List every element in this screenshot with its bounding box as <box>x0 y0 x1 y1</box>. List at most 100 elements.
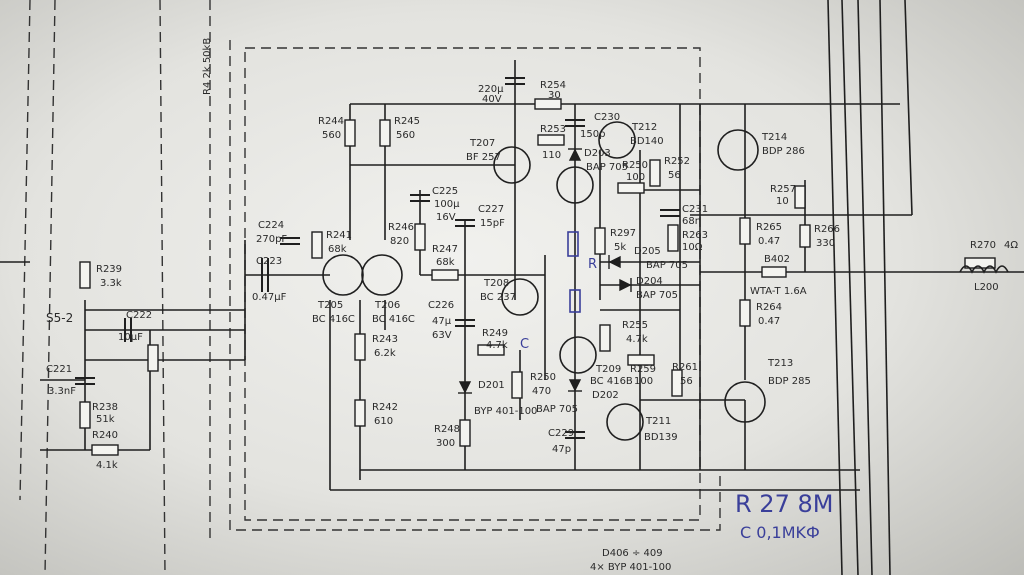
label-r248: R248 <box>434 424 460 435</box>
label-r266: R266 <box>814 224 840 235</box>
label-r239v: 3.3k <box>100 278 122 289</box>
annotation-box <box>567 231 579 257</box>
label-r242v: 610 <box>374 416 393 427</box>
label-r252: R252 <box>664 156 690 167</box>
label-r244: R244 <box>318 116 344 127</box>
label-r266v: 330 <box>816 238 835 249</box>
label-l200: L200 <box>974 282 999 293</box>
r270-body <box>964 257 996 269</box>
label-t208v: BC 237 <box>480 292 516 303</box>
label-c224: C224 <box>258 220 284 231</box>
label-d202: D202 <box>592 390 619 401</box>
label-r250v: 100 <box>626 172 645 183</box>
label-b402: B402 <box>764 254 790 265</box>
label-c228top2: 40V <box>482 94 502 105</box>
label-t207: T207 <box>469 138 495 149</box>
label-r250bv: 470 <box>532 386 551 397</box>
label-r242: R242 <box>372 402 398 413</box>
label-c226v1: 47μ <box>432 316 452 327</box>
label-r253v: 110 <box>542 150 561 161</box>
label-r270v: 4Ω <box>1004 240 1018 251</box>
label-r270: R270 <box>970 240 996 251</box>
label-r246v: 820 <box>390 236 409 247</box>
label-c227v: 15pF <box>480 218 505 229</box>
label-c231v: 68n <box>682 216 701 227</box>
label-r263: R263 <box>682 230 708 241</box>
label-r247v: 68k <box>436 257 455 268</box>
label-c224v: 270pF <box>256 234 287 245</box>
label-c225v2: 16V <box>436 212 456 223</box>
label-r244v: 560 <box>322 130 341 141</box>
label-d204v: BAP 705 <box>636 290 678 301</box>
label-d201v: BYP 401-100 <box>474 406 537 417</box>
label-r252v: 56 <box>668 170 681 181</box>
hand-note-c: C 0,1MKФ <box>740 523 820 542</box>
label-t211v: BD139 <box>644 432 678 443</box>
label-d204: D204 <box>636 276 663 287</box>
label-r249v: 4.7k <box>486 340 508 351</box>
label-c230v: 150p <box>580 129 605 140</box>
label-c229v: 47p <box>552 444 571 455</box>
label-d202v: BAP 705 <box>536 404 578 415</box>
label-t208: T208 <box>483 278 509 289</box>
label-r297v: 5k <box>614 242 626 253</box>
label-r246: R246 <box>388 222 414 233</box>
label-c231: C231 <box>682 204 708 215</box>
label-t213v: BDP 285 <box>768 376 811 387</box>
label-r240v: 4.1k <box>96 460 118 471</box>
label-r243: R243 <box>372 334 398 345</box>
r242-body <box>354 399 366 427</box>
label-c226v2: 63V <box>432 330 452 341</box>
t212-symbol <box>598 121 636 159</box>
label-d205v: BAP 705 <box>646 260 688 271</box>
label-c221v: 3.3nF <box>48 386 76 397</box>
t207-symbol <box>493 146 531 184</box>
r257-body <box>794 185 806 209</box>
label-r263v: 10Ω <box>682 242 703 253</box>
dashed-boundaries <box>19 0 721 575</box>
label-r250b: R250 <box>530 372 556 383</box>
hand-note-r: R <box>588 257 597 272</box>
label-r264v: 0.47 <box>758 316 780 327</box>
label-t206: T206 <box>374 300 400 311</box>
label-d406v: 4× BYP 401-100 <box>590 562 671 573</box>
r266-body <box>799 224 811 248</box>
label-t212: T212 <box>631 122 657 133</box>
label-r265v: 0.47 <box>758 236 780 247</box>
label-r254: R254 <box>540 80 566 91</box>
label-r253: R253 <box>540 124 566 135</box>
label-c228top: 220μ <box>478 84 504 95</box>
label-r264: R264 <box>756 302 782 313</box>
label-r261: R261 <box>672 362 698 373</box>
r243-body <box>354 333 366 361</box>
capacitors <box>75 77 680 439</box>
label-c230: C230 <box>594 112 620 123</box>
t213-symbol <box>724 381 766 423</box>
t210-symbol <box>556 166 594 204</box>
r249-body <box>477 344 505 356</box>
label-r238: R238 <box>92 402 118 413</box>
label-t214v: BDP 286 <box>762 146 805 157</box>
label-r297: R297 <box>610 228 636 239</box>
diodes <box>458 148 632 394</box>
r245-body <box>379 119 391 147</box>
label-r238v: 51k <box>96 414 115 425</box>
label-t212v: BD140 <box>630 136 664 147</box>
label-r247: R247 <box>432 244 458 255</box>
hand-note-c2: C <box>520 337 529 352</box>
label-c222v: 10μF <box>118 332 143 343</box>
pot-body <box>147 344 159 372</box>
label-fuse: WTA-T 1.6A <box>750 286 807 297</box>
label-t207v: BF 257 <box>466 152 501 163</box>
label-t213: T213 <box>767 358 793 369</box>
label-c226: C226 <box>428 300 454 311</box>
hand-note-r27: R 27 8M <box>735 490 833 518</box>
label-t206v: BC 416C <box>372 314 415 325</box>
r263-body <box>667 224 679 252</box>
r247-body <box>431 269 459 281</box>
t211-symbol <box>606 403 644 441</box>
label-r245v: 560 <box>396 130 415 141</box>
r297-body <box>594 227 606 255</box>
